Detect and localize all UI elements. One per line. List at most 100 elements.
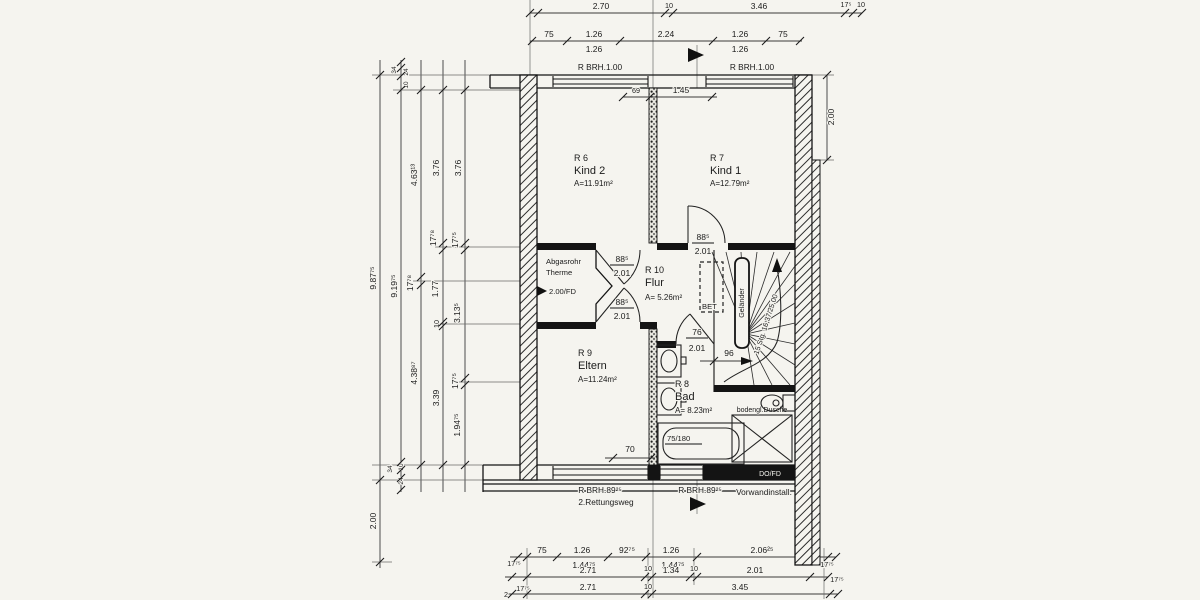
brh-label-top-right: R BRH.1.00: [730, 62, 775, 72]
door-dim: 2.01: [689, 343, 706, 353]
dim-left: 24: [403, 68, 410, 76]
brh-label-top-left: R BRH.1.00: [578, 62, 623, 72]
gelaender-label: Geländer: [737, 288, 746, 318]
reference-lines: [529, 0, 706, 598]
dim-left: 3.39: [431, 389, 441, 406]
dim-inner: 70: [625, 444, 635, 454]
dim-bottom: 1.26: [574, 545, 591, 555]
room-id-eltern: R 9: [578, 348, 592, 358]
party-wall-right-step: [811, 159, 821, 566]
dim-bottom: 1.26: [663, 545, 680, 555]
room-name-bad: Bad: [675, 391, 695, 403]
shower: bodengl.Dusche: [731, 406, 793, 463]
dim-left: 1.77: [430, 280, 440, 297]
dim-bottom: 2.01: [747, 565, 764, 575]
bath-fixtures: 75/180 bodengl.Dusche: [656, 344, 796, 465]
dim-inner: 69: [632, 86, 640, 95]
toilet: [760, 394, 796, 412]
wall-kind2-kind1: [648, 87, 658, 244]
brh-label-bottom-mid: R BRH.89²⁵: [678, 485, 722, 495]
window-bottom-mid: [659, 466, 704, 479]
dim-bottom: 1.44⁷⁵: [572, 560, 595, 570]
dim-inner: 1.45: [673, 85, 690, 95]
dim-top: 2.70: [593, 1, 610, 11]
door-dim: 88⁵: [697, 232, 710, 242]
dim-bottom: 2.71: [580, 565, 597, 575]
dim-left: 3.76: [453, 159, 463, 176]
party-wall-left: [519, 74, 538, 481]
window-top-kind1: [705, 76, 794, 87]
dim-bottom: 2.06²⁵: [751, 545, 774, 555]
dim-bottom: 2: [504, 590, 508, 599]
dimension-chain-bottom: 75 1.26 1.44⁷⁵ 92⁷⁵ 1.26 1.44⁷⁵ 2.06²⁵ 1…: [503, 544, 845, 600]
door-dim: 76: [692, 327, 702, 337]
room-name-flur: Flur: [645, 277, 664, 289]
room-area-kind2: A=11.91m²: [574, 179, 613, 188]
dimension-right: 2.00: [812, 70, 837, 165]
vorwand-label: Vorwandinstall.: [736, 487, 792, 497]
dim-bottom: 10: [690, 564, 698, 573]
door-eltern: [595, 287, 641, 323]
dim-top: 2.24: [658, 29, 675, 39]
doors: [595, 205, 726, 345]
annotations: R BRH.1.00 R BRH.1.00 Abgasrohr Therme 2…: [537, 61, 793, 508]
dim-left: 10: [398, 463, 405, 471]
dim-right: 2.00: [826, 108, 836, 125]
dim-left: 3.76: [431, 159, 441, 176]
washbasin-1: [656, 344, 687, 378]
room-id-kind1: R 7: [710, 153, 724, 163]
window-bottom-eltern: [552, 466, 649, 479]
dim-bottom: 1.44⁷⁵: [661, 560, 684, 570]
door-dim: 2.01: [614, 268, 631, 278]
dim-left: 10: [432, 320, 441, 328]
dim-bottom: 3.45: [732, 582, 749, 592]
door-kind2: [595, 249, 641, 285]
dim-left: 17⁷⁵: [450, 232, 460, 248]
dim-left: 34: [387, 465, 394, 473]
dim-bottom: 17⁷⁵: [516, 584, 530, 593]
room-name-kind1: Kind 1: [710, 165, 741, 177]
door-dim: 88⁵: [616, 297, 629, 307]
window-top-kind2: [552, 76, 649, 87]
dim-bottom: 1.34: [663, 565, 680, 575]
door-bad: [675, 313, 715, 345]
section-marker-top-icon: [688, 48, 704, 62]
therme-label: Therme: [546, 268, 572, 277]
door-dim: 2.01: [695, 246, 712, 256]
room-id-kind2: R 6: [574, 153, 588, 163]
dim-left: 4.63¹³: [409, 164, 419, 186]
dim-left: 17⁷⁸: [405, 275, 415, 292]
door-dim: 88⁵: [616, 254, 629, 264]
dim-left: 4.38⁸⁷: [409, 361, 419, 384]
dim-top: 10: [665, 1, 673, 10]
stair-direction-arrow-icon: [772, 258, 782, 272]
dim-top: 17⁵: [841, 0, 852, 9]
dim-left: 24: [398, 477, 405, 485]
bet-label: BET: [702, 302, 717, 311]
dim-left: 17⁷⁵: [450, 373, 460, 389]
dim-bottom: 10: [644, 582, 652, 591]
wall-pier: [648, 465, 660, 480]
dim-bottom: 17⁷⁵: [830, 575, 844, 584]
dim-bottom: 92⁷⁵: [619, 545, 635, 555]
dim-top: 1.26: [586, 29, 603, 39]
interior-dimensions: 69 1.45 70 96 88⁵ 2.01 88⁵ 2.01 88⁵ 2.01…: [605, 84, 753, 463]
dim-top: 1.26: [732, 29, 749, 39]
dim-left: 9.87⁷⁵: [368, 266, 378, 289]
fd-right-label: DO/FD: [759, 471, 781, 478]
dim-left: 2.00: [368, 512, 378, 529]
room-labels: R 6 Kind 2 A=11.91m² R 7 Kind 1 A=12.79m…: [573, 152, 751, 416]
dim-left: 9.19⁷⁵: [389, 274, 399, 297]
party-wall-right: [794, 74, 813, 566]
door-dim: 2.01: [614, 311, 631, 321]
dim-top: 1.26: [586, 44, 603, 54]
room-area-bad: A= 8.23m²: [675, 406, 712, 415]
dim-bottom: 10: [644, 564, 652, 573]
washbasin-2: [656, 382, 687, 416]
dim-top: 75: [778, 29, 788, 39]
exterior-walls: [482, 74, 821, 566]
shower-label: bodengl.Dusche: [737, 407, 788, 414]
room-id-bad: R 8: [675, 379, 689, 389]
dim-top: 10: [857, 0, 865, 9]
